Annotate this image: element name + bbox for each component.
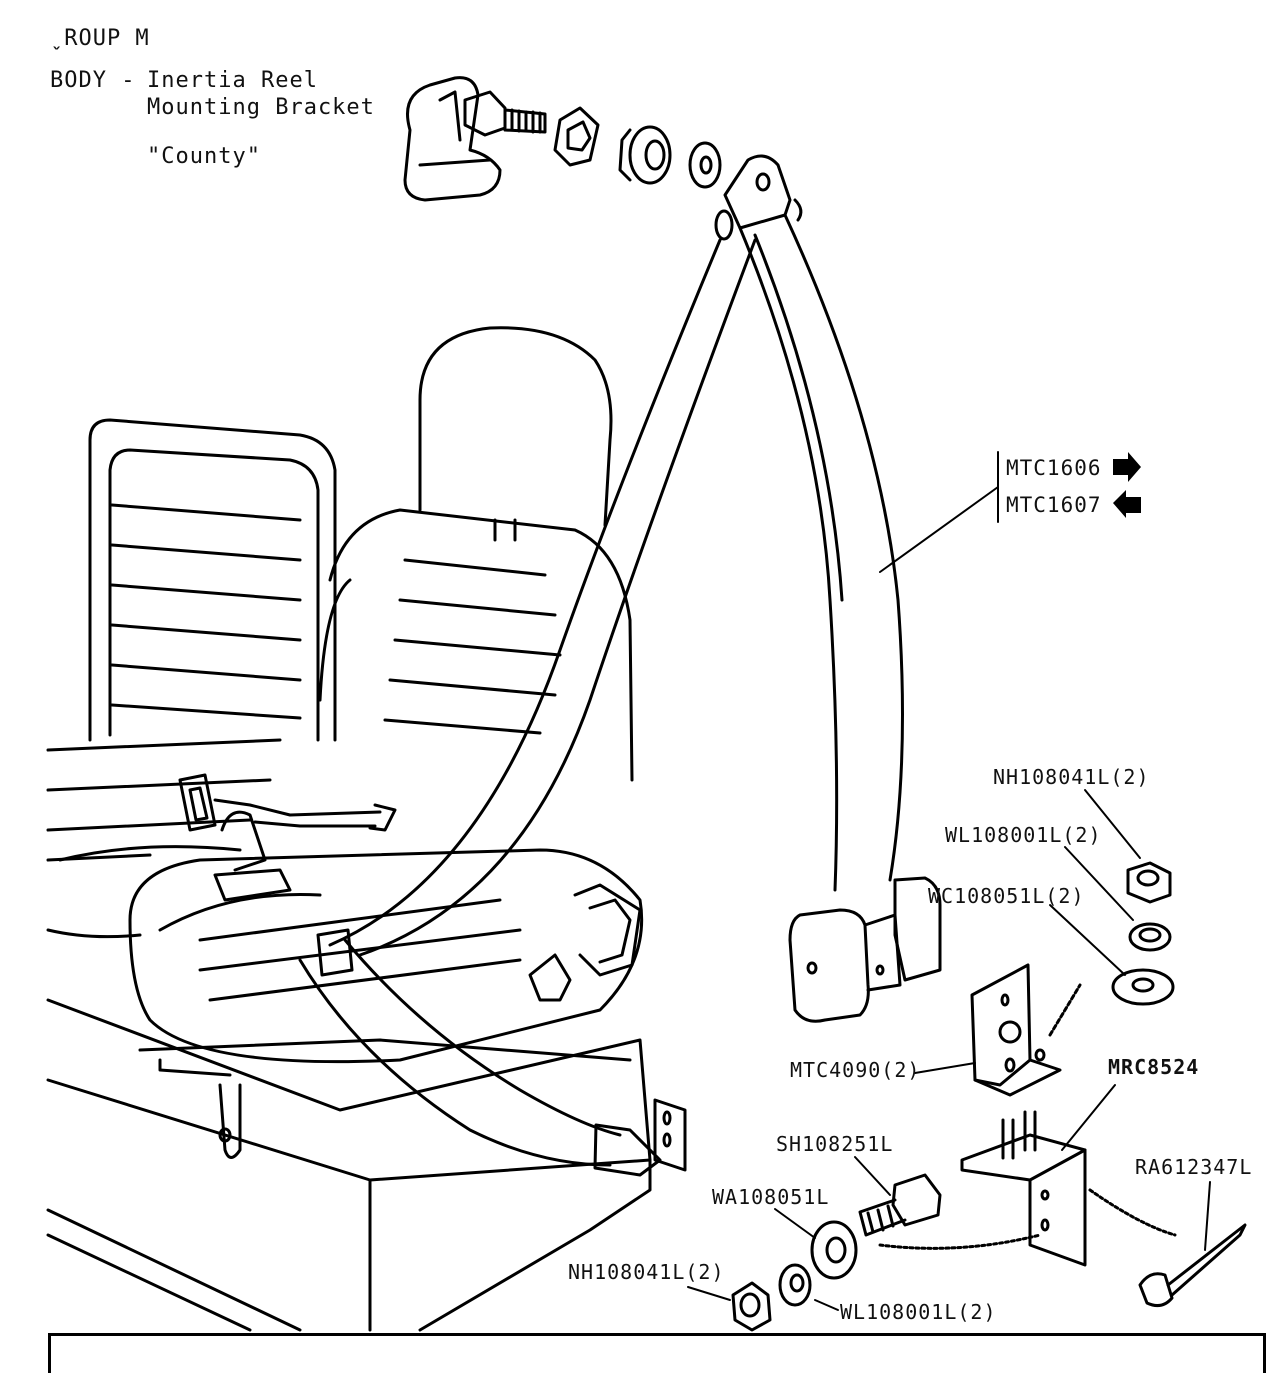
part-label-belt-rh: MTC1606 — [1006, 456, 1102, 480]
body-label: BODY - — [50, 68, 136, 93]
front-seat-back — [318, 508, 634, 782]
nut-nh108041l-bottom — [731, 1281, 772, 1332]
part-label-belt-lh: MTC1607 — [1006, 493, 1102, 517]
bottom-frame — [48, 1333, 1266, 1373]
buckle-assembly — [178, 773, 397, 902]
rear-seat-back — [88, 418, 337, 742]
rivet-ra612347l — [1138, 1223, 1247, 1308]
seat-cushion — [128, 848, 644, 1064]
title-line-1: Inertia Reel — [147, 68, 318, 93]
seat-base — [46, 998, 652, 1332]
upper-anchor-bracket — [403, 76, 502, 202]
spring-washer-wl108001l-bottom — [778, 1263, 812, 1307]
part-label-rivet: RA612347L — [1135, 1155, 1253, 1179]
plain-washer-wc108051l-top — [1111, 968, 1175, 1006]
arrow-right-icon — [1113, 452, 1141, 482]
belt-shoulder-strap — [738, 213, 904, 892]
upper-bolt — [463, 90, 547, 137]
lower-anchor-tongue — [593, 1123, 662, 1177]
inertia-reel — [788, 876, 942, 1023]
upper-wave-washer — [688, 141, 722, 189]
reel-bracket-mtc4090 — [970, 963, 1062, 1097]
group-label: ˬROUP M — [50, 26, 150, 51]
part-label-nut-top: NH108041L(2) — [993, 765, 1150, 789]
upper-spacer — [553, 106, 600, 167]
belt-upper-pivot — [714, 154, 803, 241]
side-bracket — [653, 1098, 687, 1172]
part-label-spring-washer-bottom: WL108001L(2) — [840, 1300, 997, 1324]
nut-nh108041l-top — [1126, 861, 1172, 904]
part-label-bracket: MTC4090(2) — [790, 1058, 921, 1082]
rear-seat-cushion — [46, 738, 282, 939]
part-label-plain-washer-top: WC108051L(2) — [928, 884, 1085, 908]
title-line-2: Mounting Bracket — [147, 95, 375, 120]
part-label-plain-washer-bottom: WA108051L — [712, 1185, 830, 1209]
seat-recliner — [528, 883, 642, 1002]
upper-bush — [618, 125, 672, 185]
arrow-left-icon — [1113, 490, 1141, 518]
part-label-spring-washer-top: WL108001L(2) — [945, 823, 1102, 847]
plain-washer-wa108051l — [810, 1220, 858, 1280]
bolt-sh108251l — [858, 1173, 942, 1237]
variant-label: "County" — [147, 144, 261, 169]
part-label-bolt: SH108251L — [776, 1132, 894, 1156]
belt-diagonal-strap — [298, 238, 757, 1167]
spring-washer-wl108001l-top — [1128, 922, 1172, 952]
reel-bracket-mrc8524 — [960, 1110, 1087, 1267]
belt-guide — [316, 928, 354, 977]
part-label-reel-bracket: MRC8524 — [1108, 1055, 1200, 1079]
part-label-nut-bottom: NH108041L(2) — [568, 1260, 725, 1284]
floor-bracket — [218, 1083, 242, 1159]
headrest — [418, 326, 613, 542]
